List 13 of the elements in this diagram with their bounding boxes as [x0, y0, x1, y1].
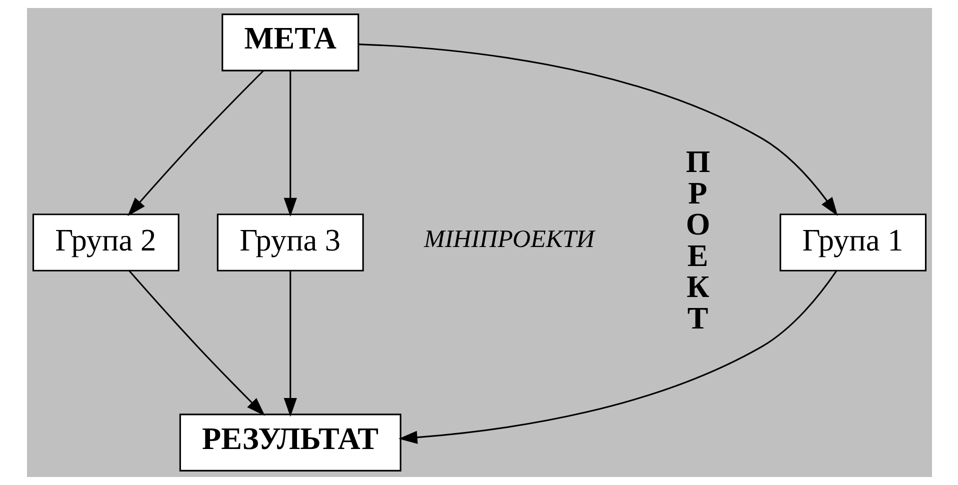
arrow — [398, 270, 837, 444]
arrow — [128, 270, 265, 416]
label: П Р О Е К Т — [685, 144, 710, 336]
node-box: Група 1 — [779, 214, 926, 272]
node-box: МЕТА — [221, 14, 359, 72]
arrow — [358, 44, 838, 216]
arrow — [127, 70, 264, 216]
node-box: Група 3 — [216, 214, 364, 272]
label: МІНІПРОЕКТИ — [424, 226, 594, 253]
node-box: РЕЗУЛЬТАТ — [178, 414, 401, 472]
node-box: Група 2 — [32, 214, 179, 272]
arrow — [283, 70, 296, 217]
arrow — [283, 271, 296, 417]
